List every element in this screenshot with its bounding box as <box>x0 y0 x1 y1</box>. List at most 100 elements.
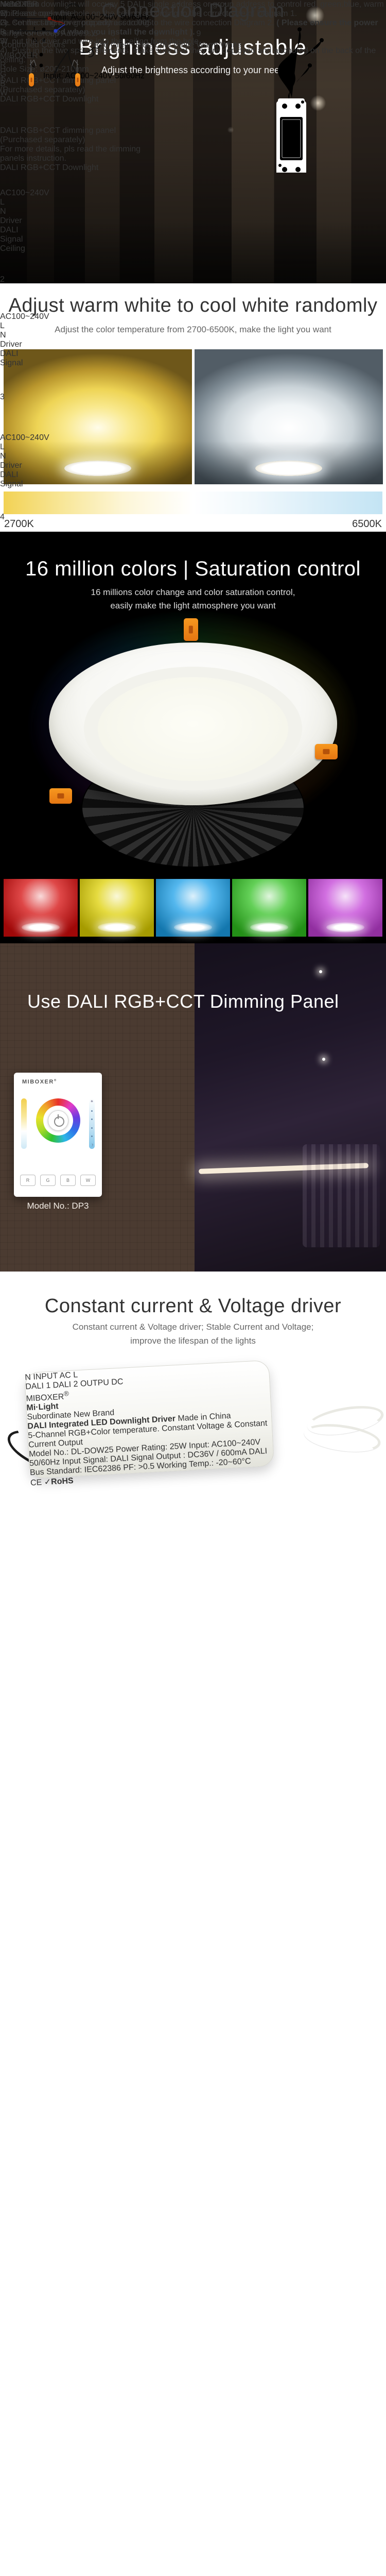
panel-section-title: Use DALI RGB+CCT Dimming Panel <box>27 991 339 1012</box>
button-g: G <box>0 70 7 79</box>
hero-floor-shade <box>0 222 386 283</box>
badge-3: 3 <box>0 393 5 401</box>
n-label: N <box>0 331 6 340</box>
input-voltage-label: Input: AC100~240V 50/60Hz <box>43 72 145 80</box>
tile-green <box>232 879 306 937</box>
label-subbrand: Mi·Light <box>26 1402 59 1413</box>
spring-up-left <box>29 73 34 87</box>
driver-body: N INPUT AC L DALI 1 DALI 2 OUTPU DC MIBO… <box>24 1360 275 1488</box>
panel-caption-note3: panels instruction. <box>0 154 66 163</box>
n-label: N <box>0 452 6 461</box>
address-cell: 8 <box>154 29 159 38</box>
spring-up-right <box>75 73 80 87</box>
warm-downlight-icon <box>64 461 131 476</box>
address-cell: 9 <box>196 29 201 38</box>
dimming-panel-lineart: MIBOXER R G B W <box>0 0 76 76</box>
badge-1: 1 <box>0 74 5 83</box>
l-label: L <box>0 443 5 451</box>
brightness-slider: ☀ ☽ <box>89 1098 95 1149</box>
button-r: R <box>20 1175 36 1186</box>
curtain <box>303 1144 380 1247</box>
downlight-rim <box>0 504 66 513</box>
l-label: L <box>33 25 38 34</box>
cct-section: Adjust warm white to cool white randomly… <box>0 283 386 532</box>
blue-downlight-icon <box>174 922 212 933</box>
button-w: W <box>80 1175 96 1186</box>
sun-icon: ☀ <box>90 1100 94 1104</box>
downlight-rim <box>0 267 48 275</box>
cct-subtitle: Adjust the color temperature from 2700-6… <box>55 325 331 334</box>
panel-lineart-brand: MIBOXER <box>0 0 38 9</box>
ac-label: AC100~240V <box>0 433 49 442</box>
driver-title: Constant current & Voltage driver <box>44 1295 342 1317</box>
address-table: Single or Group Address 5 6 7 8 9 Contro… <box>0 28 243 52</box>
box4-wires <box>14 3 94 74</box>
badge-2: 2 <box>0 275 5 284</box>
connection-title: Connection Diagram <box>101 0 285 22</box>
ceiling-light-dot <box>319 970 322 973</box>
driver-box: Driver <box>0 461 22 470</box>
l-label: L <box>31 50 35 59</box>
tile-red <box>4 879 78 937</box>
ceiling-label: Ceiling <box>0 244 25 253</box>
ce-mark-icon: CE <box>30 1478 42 1488</box>
million-colors-title: 16 million colors | Saturation control <box>25 557 361 580</box>
miboxer-logo: MIBOXER® <box>22 1079 57 1085</box>
address-cell: 6 <box>110 29 115 38</box>
mains-wire-2 <box>296 65 310 82</box>
panel-caption-note1: (Purchased separately) <box>0 135 85 144</box>
button-b: B <box>0 79 6 88</box>
power-button <box>48 1110 68 1131</box>
color-temperature-gradient-bar <box>4 492 382 514</box>
table-row1-label: Single or Group Address <box>2 29 92 38</box>
button-b: B <box>0 28 6 37</box>
cct-title: Adjust warm white to cool white randomly <box>8 295 378 316</box>
tile-blue <box>156 879 230 937</box>
downlight-caption: DALI RGB+CCT Downlight <box>0 95 99 104</box>
step-3: 3). put the driver and wire into the cei… <box>0 37 201 46</box>
installation-section: Installation 1). Please open the hole on… <box>0 0 386 554</box>
panel-model-label: Model No.: DP3 <box>27 1201 89 1211</box>
input-voltage-label: Input: AC100~240V 50/60Hz <box>49 13 150 22</box>
button-r: R <box>0 9 6 18</box>
color-cell: Blue <box>135 41 152 49</box>
million-colors-section: 16 million colors | Saturation control 1… <box>0 532 386 943</box>
moon-icon: ☽ <box>90 1143 94 1147</box>
downlight-fins <box>0 489 54 504</box>
step-1: 1). Please open the hole on the ceiling … <box>0 9 297 18</box>
hero-title: Brightness adjustable <box>79 35 307 59</box>
driver-label: MIBOXER® Mi·Light Subordinate New Brand … <box>26 1379 274 1488</box>
purple-downlight-icon <box>326 922 364 933</box>
button-g: G <box>0 19 7 27</box>
n-label: N <box>0 207 6 216</box>
rohs-icon: ✓RoHS <box>44 1477 74 1487</box>
dimming-panel-section: Use DALI RGB+CCT Dimming Panel MIBOXER® … <box>0 943 386 1272</box>
ac-label: AC100~240V <box>0 312 49 321</box>
spring-clip-left-icon <box>49 788 72 804</box>
driver-box: Driver <box>0 216 22 225</box>
dali-address-note: Note: This downlight will occupy 5 DALI … <box>0 0 384 18</box>
n-label: N <box>29 61 35 70</box>
downlight-diffuser-face <box>98 677 288 781</box>
l-label: L <box>0 198 5 207</box>
dimming-panel-lineart: MIBOXER R G B W <box>0 52 49 126</box>
button-w: W <box>0 37 8 46</box>
button-w: W <box>0 89 8 97</box>
l-label: L <box>0 321 5 330</box>
panel-caption-note: (Purchased separately) <box>0 86 85 94</box>
color-cell: Green <box>110 41 134 49</box>
tile-purple <box>308 879 382 937</box>
ac-label: AC100~240V <box>0 189 49 197</box>
color-cell: Red <box>93 41 109 49</box>
cool-downlight-icon <box>255 461 322 476</box>
driver-subtitle-2: improve the lifespan of the lights <box>130 1336 256 1346</box>
driver-box: Driver <box>0 340 22 349</box>
button-b: B <box>60 1175 76 1186</box>
mains-wire-2 <box>302 40 322 59</box>
